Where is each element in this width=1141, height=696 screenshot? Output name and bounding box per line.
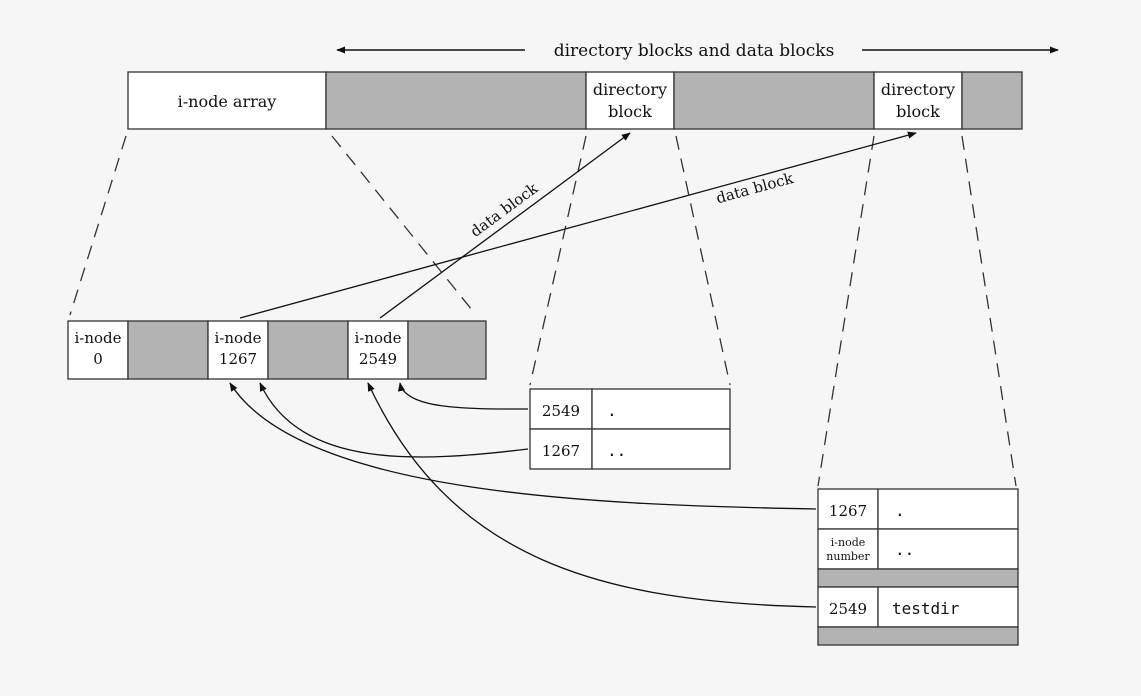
dir2-row1-name: . bbox=[895, 501, 905, 520]
dir1-row1-name: . bbox=[607, 401, 617, 420]
inode-shaded-cell bbox=[267, 320, 349, 380]
reference-arrows bbox=[229, 382, 817, 608]
dir2-row3-inode: 2549 bbox=[829, 600, 867, 618]
span-arrow: directory blocks and data blocks bbox=[336, 41, 1059, 61]
ref-dot-2549 bbox=[397, 382, 529, 410]
dir1-row2-inode: 1267 bbox=[542, 442, 580, 460]
dir-block-2-label-line2: block bbox=[896, 102, 940, 121]
inode-2549-line2: 2549 bbox=[359, 350, 397, 368]
dir-block-2-label-line1: directory bbox=[881, 80, 955, 99]
data-block-label-2: data block bbox=[714, 169, 796, 208]
inode-shaded-cell bbox=[127, 320, 209, 380]
dir2-row3-name: testdir bbox=[892, 599, 960, 618]
dir2-row2-inode-line2: number bbox=[826, 550, 870, 563]
directory-block-1 bbox=[585, 71, 675, 130]
dir2-row1-inode: 1267 bbox=[829, 502, 867, 520]
data-block-shaded bbox=[673, 71, 875, 130]
dir2-table bbox=[817, 488, 1019, 646]
ref-dir2-dot-1267 bbox=[229, 382, 817, 510]
span-label: directory blocks and data blocks bbox=[554, 41, 835, 61]
data-block-shaded bbox=[961, 71, 1023, 130]
inode-2549-line1: i-node bbox=[354, 329, 401, 347]
arrow-1267-to-dir2 bbox=[239, 131, 917, 319]
dir1-row2-name: .. bbox=[607, 441, 626, 460]
expansion-lines bbox=[69, 135, 1017, 487]
inode-0-cell bbox=[67, 320, 129, 380]
dir1-row1-inode: 2549 bbox=[542, 402, 580, 420]
dir1-table bbox=[529, 388, 731, 470]
inode-2549-cell bbox=[347, 320, 409, 380]
dir2-row2-name: .. bbox=[895, 540, 914, 559]
data-block-arrows bbox=[239, 131, 917, 319]
inode-1267-line1: i-node bbox=[214, 329, 261, 347]
ref-dotdot-1267 bbox=[259, 382, 529, 458]
inode-0-line2: 0 bbox=[93, 350, 103, 368]
inode-1267-line2: 1267 bbox=[219, 350, 257, 368]
dir-block-1-label-line2: block bbox=[608, 102, 652, 121]
data-block-shaded bbox=[325, 71, 587, 130]
dir2-row2-inode-line1: i-node bbox=[831, 536, 866, 549]
ref-testdir-2549 bbox=[367, 382, 817, 608]
arrow-2549-to-dir1 bbox=[379, 132, 631, 319]
disk-block-row bbox=[127, 71, 1023, 130]
inode-array-block bbox=[127, 71, 327, 130]
inode-0-line1: i-node bbox=[74, 329, 121, 347]
dir-block-1-label-line1: directory bbox=[593, 80, 667, 99]
inode-shaded-cell bbox=[407, 320, 487, 380]
data-block-label-1: data block bbox=[467, 179, 542, 241]
inode-row bbox=[67, 320, 487, 380]
inode-array-label: i-node array bbox=[178, 92, 277, 111]
